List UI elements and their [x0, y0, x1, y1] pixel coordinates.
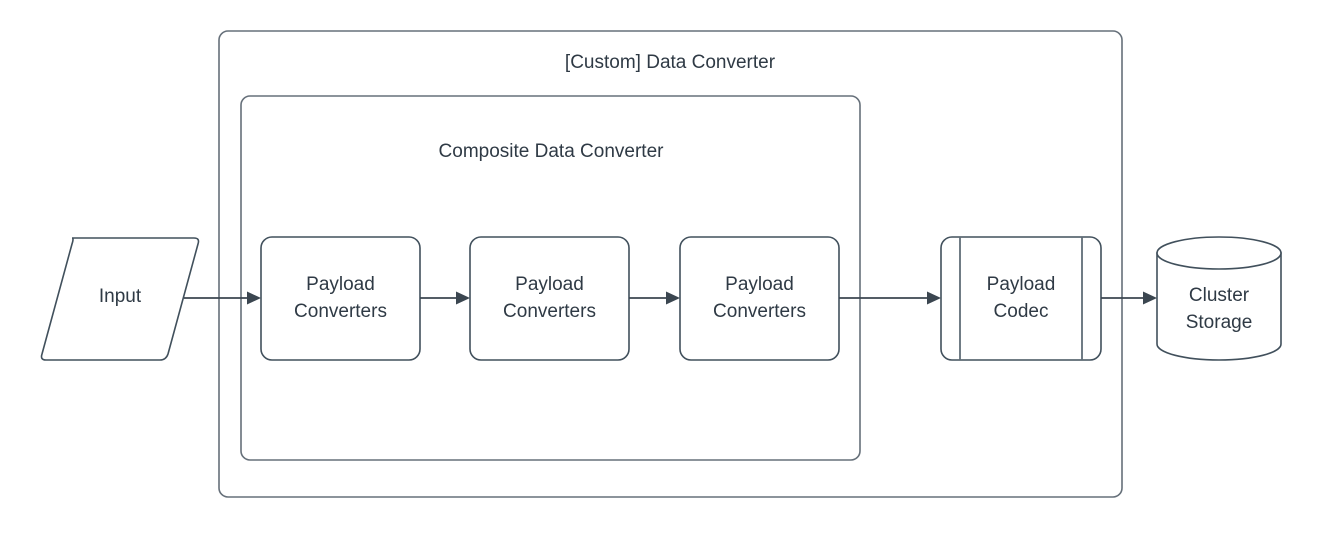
node-payload-converters-3-label-line1: Payload	[725, 274, 794, 295]
node-payload-converters-2-label-line2: Converters	[503, 301, 596, 322]
edge-codec-to-storage	[1101, 291, 1157, 305]
node-cluster-storage-label-line2: Storage	[1186, 312, 1253, 333]
node-cluster-storage-top	[1156, 236, 1282, 270]
container-composite-data-converter-label: Composite Data Converter	[439, 141, 665, 162]
edge-input-to-pc1	[184, 291, 261, 305]
node-payload-converters-2-label-line1: Payload	[515, 274, 584, 295]
node-payload-converters-1-shape[interactable]	[260, 236, 421, 361]
node-payload-codec-shape[interactable]	[940, 236, 1102, 361]
container-custom-data-converter-label: [Custom] Data Converter	[565, 52, 776, 73]
node-payload-converters-1-label-line2: Converters	[294, 301, 387, 322]
edge-pc2-to-pc3	[629, 291, 680, 305]
node-payload-codec-label-line1: Payload	[987, 274, 1056, 295]
node-payload-converters-2-shape[interactable]	[469, 236, 630, 361]
node-payload-codec-label-line2: Codec	[994, 301, 1049, 322]
edge-pc1-to-pc2	[420, 291, 470, 305]
node-cluster-storage-label-line1: Cluster	[1189, 285, 1250, 306]
edge-pc3-to-codec	[839, 291, 941, 305]
node-payload-converters-3-label-line2: Converters	[713, 301, 806, 322]
container-composite-data-converter[interactable]	[240, 95, 861, 461]
container-custom-data-converter[interactable]	[218, 30, 1123, 498]
node-payload-converters-3-shape[interactable]	[679, 236, 840, 361]
node-input-shape[interactable]	[40, 237, 200, 361]
node-input-label: Input	[99, 286, 142, 307]
node-payload-converters-1-label-line1: Payload	[306, 274, 375, 295]
node-cluster-storage-body[interactable]	[1156, 252, 1282, 361]
